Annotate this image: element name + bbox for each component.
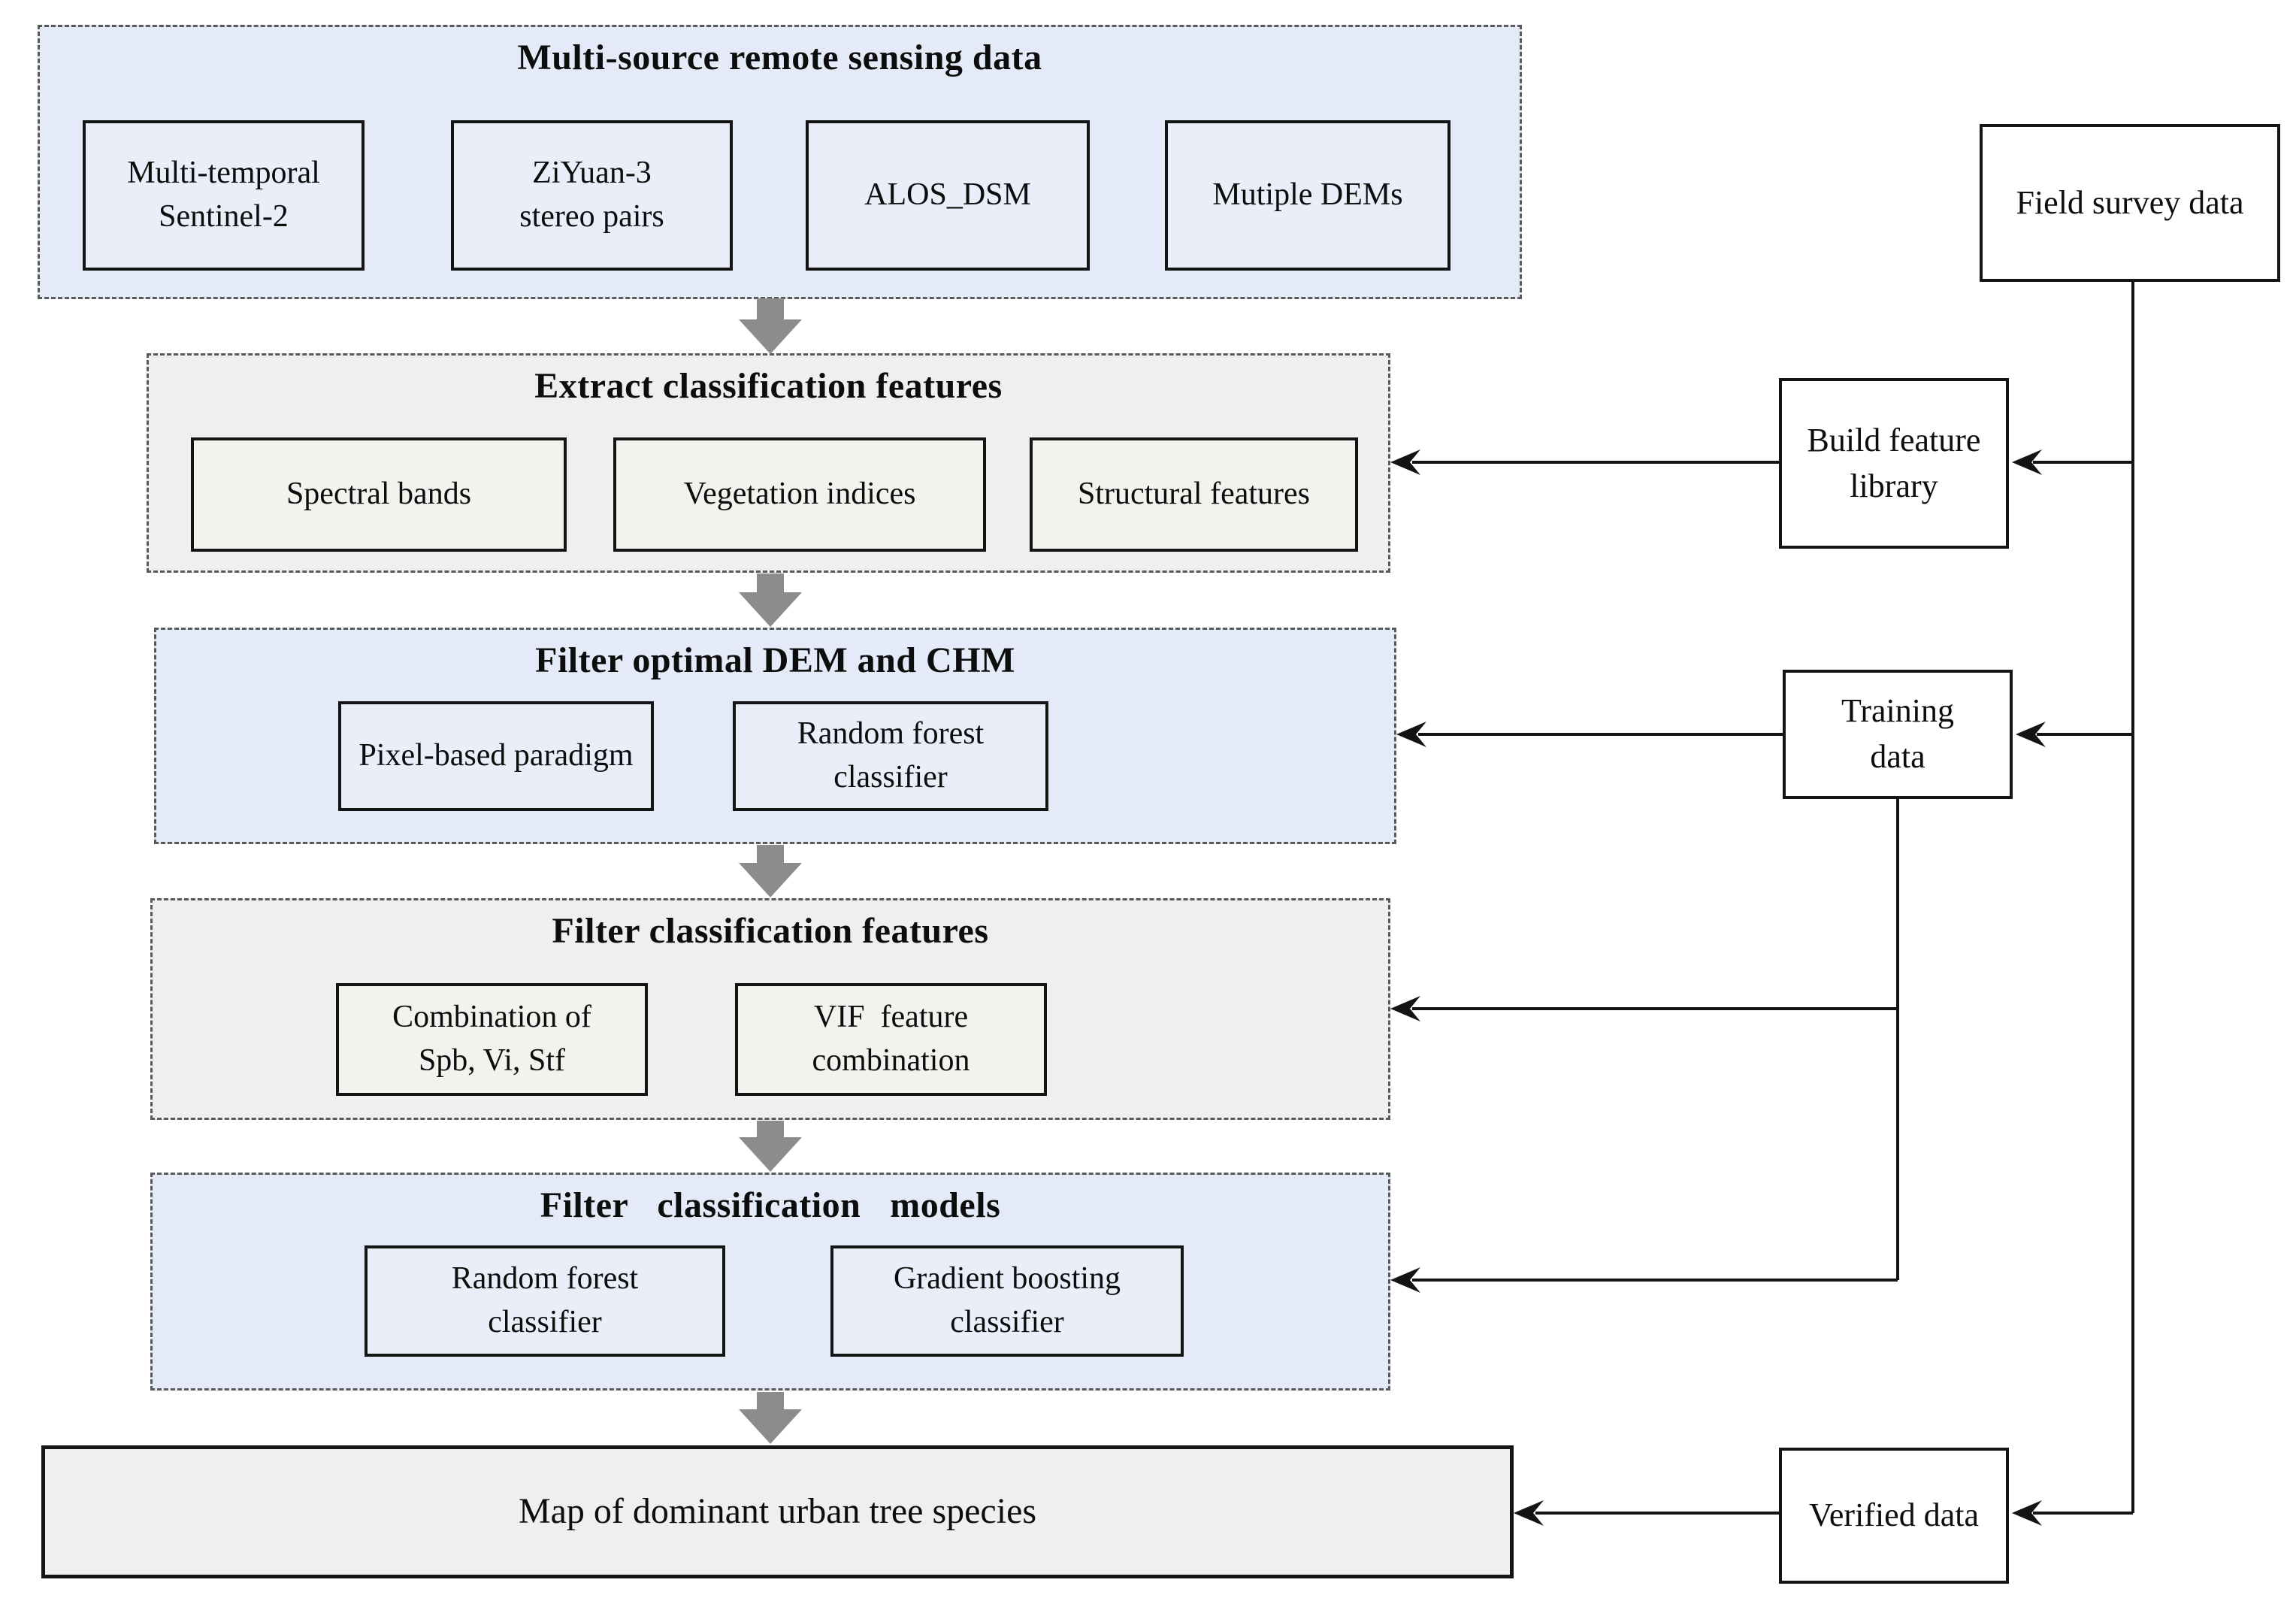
node-line: Random forest <box>797 716 985 752</box>
down-arrow-1-icon <box>739 298 802 354</box>
node-multi-temporal-sentinel-2: Multi-temporal Sentinel-2 <box>83 120 365 271</box>
node-line: Field survey data <box>2016 183 2244 221</box>
node-line: classifier <box>950 1305 1064 1339</box>
build-feature-library-box: Build feature library <box>1779 378 2009 549</box>
arrowhead-into-verified-data-icon <box>2012 1500 2042 1526</box>
node-line: Gradient boosting <box>893 1261 1121 1297</box>
connector-lines <box>1412 282 2134 1515</box>
node-line: combination <box>812 1043 970 1078</box>
node-line: Verified data <box>1809 1496 1979 1534</box>
node-alos-dsm: ALOS_DSM <box>806 120 1090 271</box>
field-survey-data-box: Field survey data <box>1980 124 2280 282</box>
node-line: Multi-temporal <box>127 156 320 191</box>
node-line: Spectral bands <box>286 477 472 512</box>
node-random-forest-classifier-model: Random forest classifier <box>365 1245 725 1357</box>
node-line: Spb, Vi, Stf <box>418 1043 566 1078</box>
panel-title: Filter classification models <box>540 1185 1001 1225</box>
panel-title: Multi-source remote sensing data <box>517 38 1042 77</box>
training-data-box: Training data <box>1783 670 2013 799</box>
node-spectral-bands: Spectral bands <box>191 437 567 552</box>
node-line: Random forest <box>451 1261 639 1297</box>
node-line: Structural features <box>1077 477 1311 512</box>
node-line: Combination of <box>392 1000 591 1035</box>
panel-title: Filter optimal DEM and CHM <box>535 640 1015 680</box>
node-line: data <box>1870 738 1925 775</box>
node-line: Vegetation indices <box>683 477 916 512</box>
result-map-of-dominant-urban-tree-species: Map of dominant urban tree species <box>41 1445 1514 1578</box>
node-line: Build feature <box>1807 421 1981 458</box>
node-line: VIF feature <box>813 1000 969 1035</box>
node-line: ALOS_DSM <box>864 177 1031 213</box>
panel-title: Filter classification features <box>552 911 989 951</box>
node-ziyuan-3-stereo-pairs: ZiYuan-3 stereo pairs <box>451 120 733 271</box>
arrowhead-into-build-feature-icon <box>2012 449 2042 475</box>
node-vegetation-indices: Vegetation indices <box>613 437 986 552</box>
panel-filter-classification-models: Filter classification models <box>150 1173 1390 1391</box>
verified-data-box: Verified data <box>1779 1448 2009 1584</box>
arrowhead-into-training-data-icon <box>2016 722 2046 747</box>
node-line: Mutiple DEMs <box>1212 177 1403 213</box>
node-gradient-boosting-classifier: Gradient boosting classifier <box>830 1245 1184 1357</box>
node-line: stereo pairs <box>519 199 664 234</box>
arrowhead-into-map-icon <box>1514 1500 1544 1526</box>
node-vif-feature-combination: VIF feature combination <box>735 983 1047 1096</box>
node-line: Pixel-based paradigm <box>358 738 634 773</box>
node-multiple-dems: Mutiple DEMs <box>1165 120 1451 271</box>
arrowhead-into-dem-panel-icon <box>1396 722 1426 747</box>
arrowhead-into-extract-panel-icon <box>1390 449 1420 475</box>
node-line: Sentinel-2 <box>159 199 289 234</box>
result-label: Map of dominant urban tree species <box>518 1491 1037 1532</box>
node-combination-spb-vi-stf: Combination of Spb, Vi, Stf <box>336 983 648 1096</box>
arrowhead-into-features-panel-icon <box>1390 996 1420 1021</box>
node-structural-features: Structural features <box>1030 437 1358 552</box>
node-pixel-based-paradigm: Pixel-based paradigm <box>338 701 654 811</box>
node-line: classifier <box>833 760 948 794</box>
node-line: ZiYuan-3 <box>532 156 652 191</box>
node-line: library <box>1850 467 1938 504</box>
node-random-forest-classifier-chm: Random forest classifier <box>733 701 1048 811</box>
arrowhead-into-models-panel-icon <box>1390 1267 1420 1293</box>
node-line: classifier <box>488 1305 602 1339</box>
panel-title: Extract classification features <box>534 366 1003 406</box>
down-arrow-2-icon <box>739 573 802 627</box>
node-line: Training <box>1841 692 1954 730</box>
down-arrow-4-icon <box>739 1121 802 1172</box>
down-arrow-5-icon <box>739 1392 802 1444</box>
down-arrow-3-icon <box>739 845 802 897</box>
arrowheads <box>1390 449 2046 1526</box>
